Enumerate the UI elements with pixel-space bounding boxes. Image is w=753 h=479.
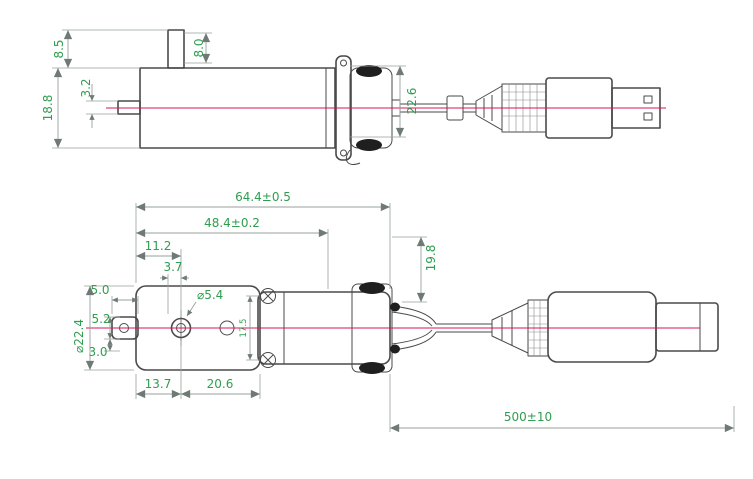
side-view-body [117, 29, 336, 149]
cable-clip [390, 302, 437, 354]
dim-label-shaft-diameter: ⌀5.4 [197, 288, 223, 302]
dim-label-shaft-from-left-edge: 11.2 [145, 239, 172, 253]
dim-label-cable-length: 500±10 [504, 410, 552, 424]
plan-view-dimensions: 64.4±0.5 48.4±0.2 11.2 3.7 ⌀5.4 19.8 5.0… [72, 190, 735, 433]
dim-label-mount-to-shaft: 13.7 [145, 377, 172, 391]
side-view-dimensions: 8.5 18.8 3.2 8.0 22.6 [41, 29, 419, 149]
side-view: 8.5 18.8 3.2 8.0 22.6 [41, 29, 666, 165]
side-view-cable [400, 103, 476, 113]
dim-label-shaft-to-body-edge: 20.6 [207, 377, 234, 391]
screw-bottom [260, 352, 276, 368]
dim-label-lug-height: 5.2 [91, 312, 110, 326]
dim-label-clamp-height: 19.8 [424, 245, 438, 272]
dim-label-top-shaft-projection: 8.5 [52, 39, 66, 58]
plan-view-cable [436, 323, 492, 333]
connector-body [547, 291, 657, 363]
top-shaft-side [167, 29, 185, 69]
dim-label-front-shaft-diameter: 3.2 [79, 78, 93, 97]
dim-label-lug-thickness: 3.0 [88, 345, 107, 359]
dim-label-shaft-offset: 3.7 [163, 260, 182, 274]
dim-label-body-length: 48.4±0.2 [204, 216, 260, 230]
dim-label-overall-length: 64.4±0.5 [235, 190, 291, 204]
dim-label-gearbox-diameter: ⌀22.4 [72, 319, 86, 353]
plan-view-connector [491, 291, 719, 363]
dim-label-screw-spacing: 17.5 [239, 319, 249, 338]
side-view-mount-bracket [335, 55, 401, 165]
plan-view: 64.4±0.5 48.4±0.2 11.2 3.7 ⌀5.4 19.8 5.0… [72, 190, 735, 433]
dim-label-top-shaft-length: 8.0 [192, 38, 206, 57]
dim-label-body-height: 18.8 [41, 95, 55, 122]
connector-plug [655, 302, 719, 352]
screw-top [260, 288, 276, 304]
dim-label-lug-width: 5.0 [90, 283, 109, 297]
dim-label-bracket-height: 22.6 [405, 88, 419, 115]
